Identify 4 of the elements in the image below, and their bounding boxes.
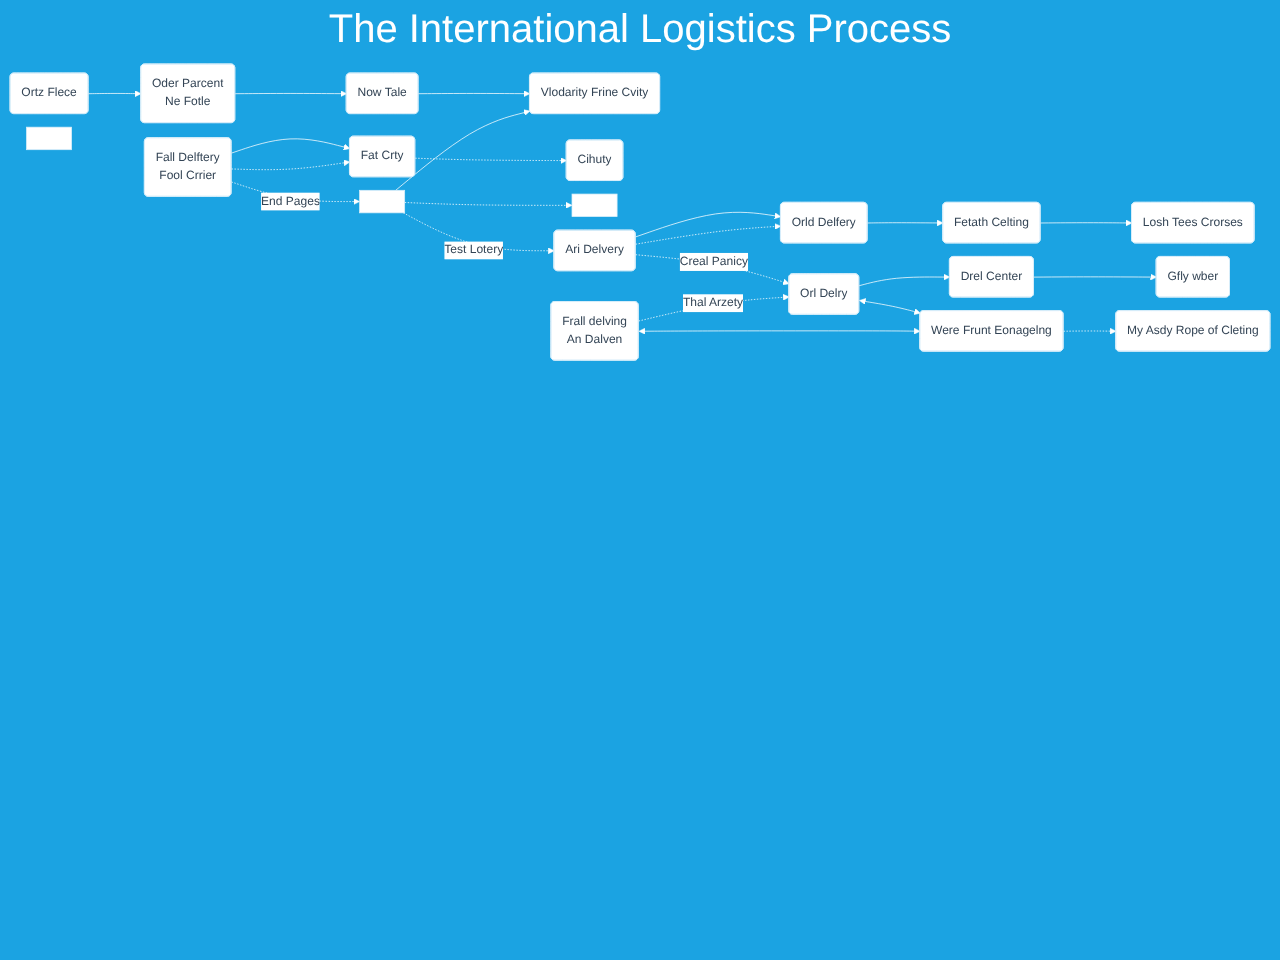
node-box: [26, 126, 72, 151]
node-box: [359, 189, 406, 214]
diagram-title: The International Logistics Process: [326, 8, 954, 54]
node-box: [571, 193, 618, 217]
